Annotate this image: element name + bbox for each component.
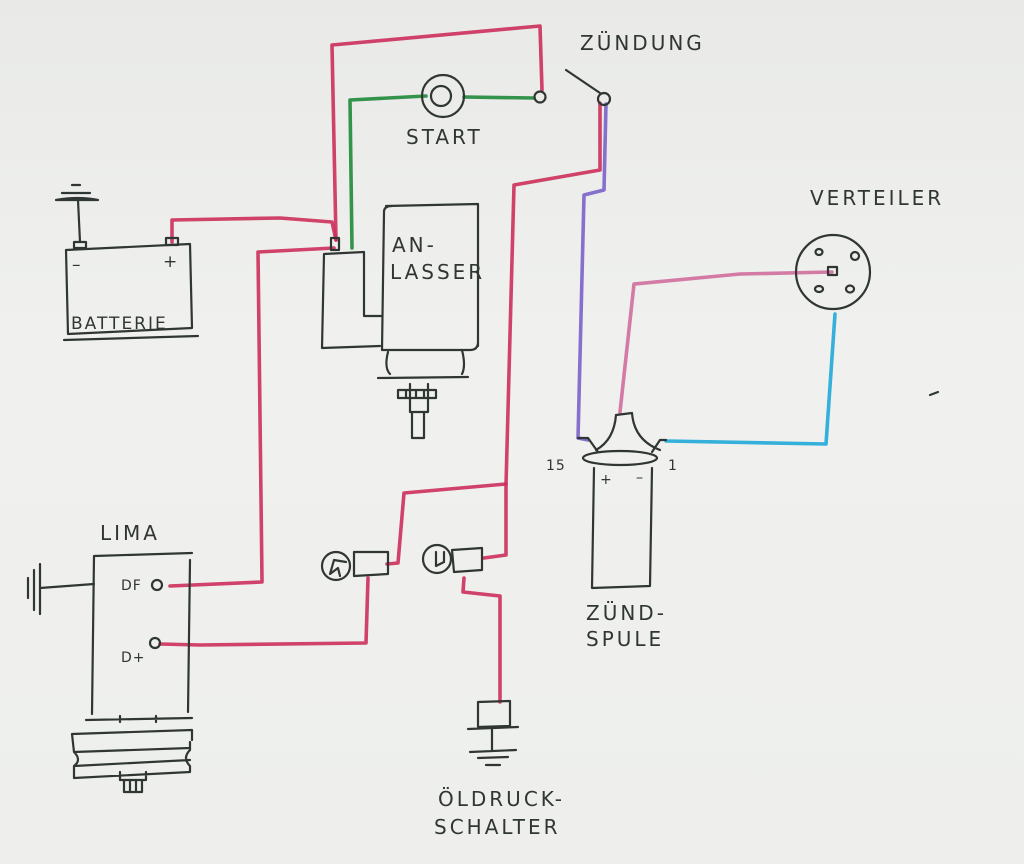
starter-motor: AN- LASSER [320,202,485,440]
starter-solenoid [320,250,384,350]
starter-label-line2: LASSER [390,260,485,284]
alternator-dplus-terminal [148,636,162,650]
wire-solenoid-to-df [168,246,336,588]
ignition-switch-lever [564,68,602,95]
start-button-inner-ring [429,84,453,108]
coil-terminal-1-lug [650,438,668,454]
coil-body [590,466,654,590]
ignition-switch-label: ZÜNDUNG [580,31,705,55]
alternator-pulley [70,714,194,794]
alternator-df-label: DF [121,578,142,594]
battery-ground-icon [54,183,100,244]
wires [158,24,837,704]
wire-ignition-to-lamps [482,101,602,560]
alternator-body [90,551,194,716]
wire-coil-ht-to-distributor [618,270,834,414]
lamp-filament-icon [434,550,446,568]
alternator-label: LIMA [100,521,160,545]
distributor-cap [794,233,872,311]
alternator-dplus-label: D+ [121,650,146,666]
stray-pencil-mark [928,390,940,397]
distributor-center-post [826,265,839,277]
battery-body [62,242,200,342]
coil-terminal-1-label: 1 [668,458,678,474]
coil-minus: – [636,470,644,486]
battery-minus: – [72,255,83,275]
oil-switch-label-line1: ÖLDRUCK- [438,787,565,811]
alternator-ground-icon [26,562,96,616]
oil-warning-lamp [421,543,484,575]
oil-switch-body [466,699,520,731]
starter-nose [376,348,470,380]
battery-negative-post [72,240,88,250]
wire-to-charge-lamp [385,482,508,566]
lamp-bulb-icon [320,550,352,582]
solenoid-terminal [329,236,341,252]
battery-plus: + [163,252,179,272]
coil-terminal-15-lug [576,436,600,454]
start-button-label: START [406,125,483,149]
lamp-socket [450,546,484,574]
alternator: LIMA DF D+ [26,521,194,794]
coil-plus: + [600,472,613,488]
distributor-post [844,284,856,294]
wire-battery-to-solenoid [170,216,338,244]
ignition-coil: 15 1 + – ZÜND- SPULE [546,411,678,651]
distributor-post [814,247,824,257]
distributor-label: VERTEILER [810,186,944,210]
wire-start-to-switch [462,95,536,100]
ignition-switch-terminal-left [533,90,547,104]
coil-terminal-15-label: 15 [546,458,566,474]
distributor-post [813,284,825,294]
wire-start-to-solenoid [348,94,428,250]
start-button-outer-ring [420,73,466,119]
starter-label-line1: AN- [392,233,437,257]
start-button: START [406,73,483,149]
coil-tower [594,411,662,452]
lamp-bulb-icon [421,543,453,575]
wire-charge-lamp-to-dplus [158,576,370,647]
ignition-switch: ZÜNDUNG [533,31,705,107]
lamp-socket [352,550,390,578]
battery-label: BATTERIE [71,314,168,334]
coil-collar [581,449,659,467]
oil-pressure-switch: ÖLDRUCK- SCHALTER [434,699,565,839]
wire-solenoid-to-ignition [330,24,544,242]
coil-label-line2: SPULE [586,627,664,651]
starter-body [380,202,480,352]
battery: – + BATTERIE [54,183,200,342]
distributor: VERTEILER [794,186,944,311]
distributor-post [849,250,861,262]
charge-warning-lamp [320,550,390,582]
oil-switch-label-line2: SCHALTER [434,815,561,839]
alternator-df-terminal [150,578,164,592]
wire-oil-lamp-to-switch [461,576,502,704]
oil-switch-ground-icon [468,727,518,767]
ignition-switch-terminal-right [596,91,612,107]
lamp-filament-icon [328,558,348,578]
starter-pinion [396,382,438,440]
wire-coil1-to-distributor [664,312,837,446]
coil-label-line1: ZÜND- [586,601,667,625]
